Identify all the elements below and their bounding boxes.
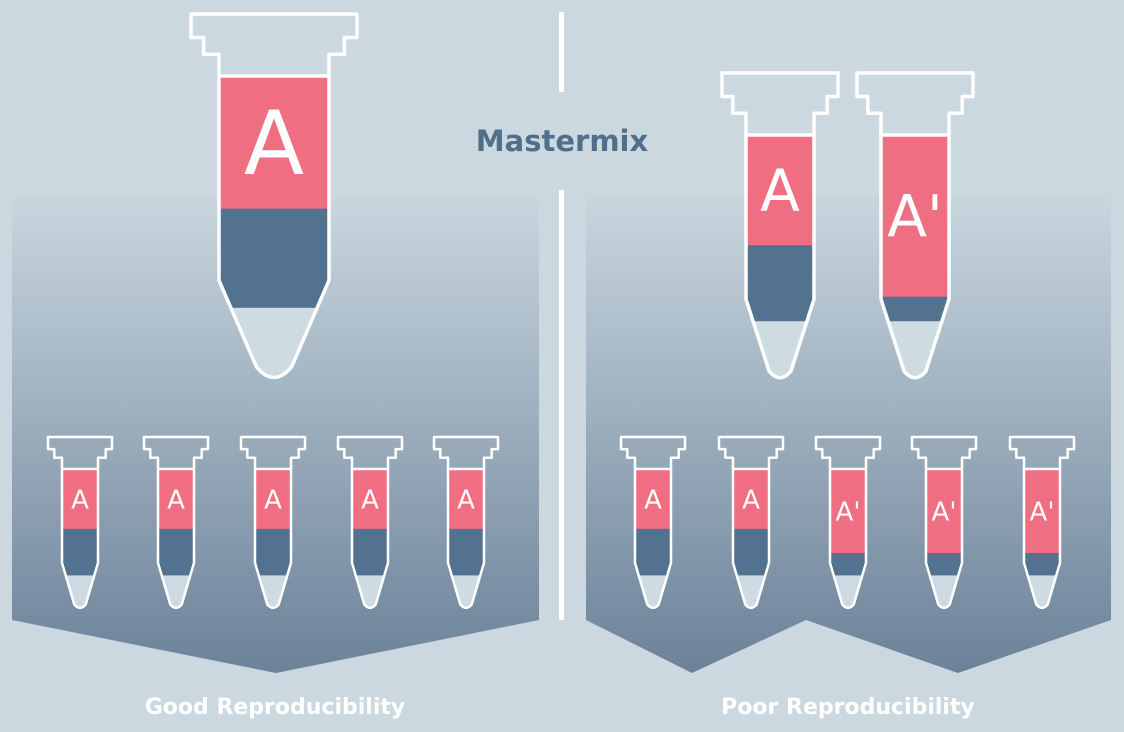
left-small-tube-5: A xyxy=(432,435,500,610)
left-small-tube-1-outline xyxy=(60,467,100,610)
right-small-tube-1-outline xyxy=(633,467,673,610)
right-small-tube-5-label-band xyxy=(1024,469,1060,553)
left-small-tube-5-outline xyxy=(446,467,486,610)
tubes-layer: A A A A A A A A' A A A' A' A' xyxy=(46,12,1076,610)
left-small-tube-2-cap xyxy=(142,435,210,469)
left-small-tube-3-label: A xyxy=(264,485,282,515)
good-reproducibility-caption: Good Reproducibility xyxy=(144,695,406,720)
left-small-tube-2-label: A xyxy=(167,485,185,515)
right-small-tube-4: A' xyxy=(910,435,978,610)
right-small-tube-3-label-band xyxy=(830,469,866,553)
left-small-tube-5-cap xyxy=(432,435,500,469)
left-small-tube-1-label-band xyxy=(62,469,98,529)
right-small-tube-1-label-band xyxy=(635,469,671,529)
right-small-tube-1-label: A xyxy=(644,485,662,515)
right-small-tube-3-cap xyxy=(814,435,882,469)
right-master-tube-1: A xyxy=(720,71,840,380)
left-small-tube-1: A xyxy=(46,435,114,610)
right-small-tube-5: A' xyxy=(1008,435,1076,610)
left-master-tube-outline xyxy=(217,74,331,380)
left-small-tube-2: A xyxy=(142,435,210,610)
left-small-tube-2-outline xyxy=(156,467,196,610)
right-small-tube-3-outline xyxy=(828,467,868,610)
right-small-tube-5-label: A' xyxy=(1030,497,1055,527)
right-small-tube-3: A' xyxy=(814,435,882,610)
right-small-tube-4-cap xyxy=(910,435,978,469)
mastermix-label: Mastermix xyxy=(475,124,649,158)
right-master-tube-1-label: A xyxy=(760,157,800,225)
right-small-tube-2-label: A xyxy=(742,485,760,515)
left-master-tube-label-band xyxy=(219,76,329,209)
left-small-tube-1-label: A xyxy=(71,485,89,515)
left-small-tube-3-cap xyxy=(239,435,307,469)
right-master-tube-1-cap xyxy=(720,71,840,135)
divider-bottom xyxy=(559,190,564,620)
right-panel xyxy=(586,196,1111,673)
right-small-tube-2: A xyxy=(717,435,785,610)
right-master-tube-1-label-band xyxy=(746,135,814,246)
left-small-tube-2-label-band xyxy=(158,469,194,529)
divider-top xyxy=(559,12,564,92)
right-master-tube-2-label-band xyxy=(881,135,949,297)
poor-reproducibility-caption: Poor Reproducibility xyxy=(721,695,975,720)
right-small-tube-2-label-band xyxy=(733,469,769,529)
left-small-tube-3-outline xyxy=(253,467,293,610)
left-small-tube-4-cap xyxy=(336,435,404,469)
left-small-tube-4-outline xyxy=(350,467,390,610)
right-master-tube-2: A' xyxy=(855,71,975,380)
right-master-tube-2-label: A' xyxy=(887,183,943,251)
left-master-tube-cap xyxy=(189,12,359,76)
right-small-tube-2-outline xyxy=(731,467,771,610)
left-small-tube-4: A xyxy=(336,435,404,610)
right-small-tube-5-cap xyxy=(1008,435,1076,469)
right-small-tube-4-outline xyxy=(924,467,964,610)
right-small-tube-3-label: A' xyxy=(836,497,861,527)
right-master-tube-2-outline xyxy=(879,133,951,380)
right-small-tube-1-cap xyxy=(619,435,687,469)
left-small-tube-1-cap xyxy=(46,435,114,469)
right-small-tube-4-label: A' xyxy=(932,497,957,527)
right-master-tube-1-outline xyxy=(744,133,816,380)
right-master-tube-2-cap xyxy=(855,71,975,135)
left-small-tube-4-label: A xyxy=(361,485,379,515)
right-small-tube-5-outline xyxy=(1022,467,1062,610)
left-small-tube-3-label-band xyxy=(255,469,291,529)
left-small-tube-5-label-band xyxy=(448,469,484,529)
left-small-tube-4-label-band xyxy=(352,469,388,529)
left-small-tube-5-label: A xyxy=(457,485,475,515)
right-small-tube-4-label-band xyxy=(926,469,962,553)
left-panel xyxy=(12,196,539,673)
right-small-tube-1: A xyxy=(619,435,687,610)
right-small-tube-2-cap xyxy=(717,435,785,469)
left-master-tube-label: A xyxy=(244,92,304,195)
left-small-tube-3: A xyxy=(239,435,307,610)
